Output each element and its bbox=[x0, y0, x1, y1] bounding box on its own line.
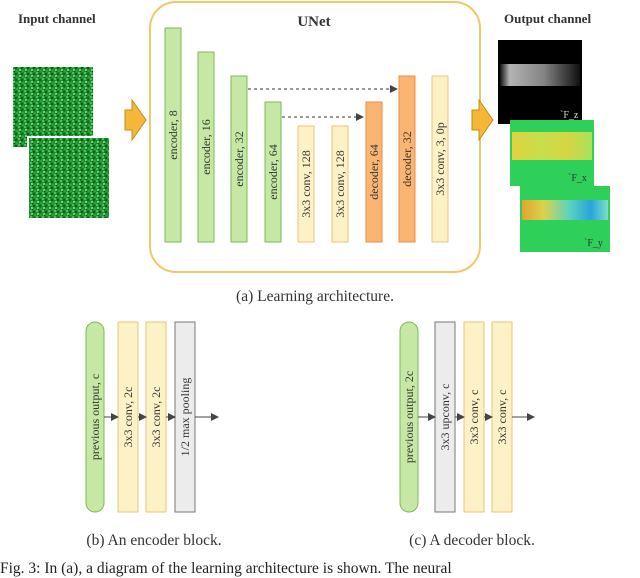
decoder-block-1-label: previous output, 2c bbox=[402, 371, 416, 463]
encoder-block-2-label: 3x3 conv, 2c bbox=[121, 387, 135, 448]
output-map-fy-label: `F_y bbox=[584, 238, 603, 249]
unet-block-8: decoder, 32 bbox=[398, 75, 416, 243]
unet-block-5: 3x3 conv, 128 bbox=[297, 125, 315, 243]
unet-block-2: encoder, 16 bbox=[197, 51, 215, 243]
caption-c: (c) A decoder block. bbox=[409, 532, 535, 549]
decoder-block-group: previous output, 2c 3x3 upconv, c 3x3 conv… bbox=[399, 321, 535, 513]
decoder-block-2-label: 3x3 upconv, c bbox=[438, 384, 452, 451]
unet-block-9-label: 3x3 conv, 3, 0p bbox=[433, 122, 447, 196]
unet-block-3-label: encoder, 32 bbox=[232, 131, 246, 187]
unet-block-2-label: encoder, 16 bbox=[199, 119, 213, 175]
output-channel-title: Output channel bbox=[504, 11, 591, 26]
input-image-stack bbox=[11, 65, 111, 220]
encoder-block-1-label: previous output, c bbox=[88, 374, 102, 460]
unet-block-7-label: decoder, 64 bbox=[367, 144, 381, 200]
decoder-block-3-label: 3x3 conv, c bbox=[467, 390, 481, 445]
output-map-fx-label: `F_x bbox=[568, 173, 587, 184]
unet-block-group: encoder, 8 encoder, 16 encoder, 32 encoder,… bbox=[164, 27, 449, 243]
decoder-block-4: 3x3 conv, c bbox=[491, 321, 513, 513]
unet-block-6: 3x3 conv, 128 bbox=[331, 125, 349, 243]
caption-b: (b) An encoder block. bbox=[86, 532, 221, 549]
encoder-block-2: 3x3 conv, 2c bbox=[117, 321, 139, 513]
unet-block-3: encoder, 32 bbox=[230, 75, 248, 243]
unet-block-1: encoder, 8 bbox=[164, 27, 182, 243]
encoder-block-1: previous output, c bbox=[85, 321, 105, 513]
encoder-block-3-label: 3x3 conv, 2c bbox=[149, 387, 163, 448]
encoder-block-4: 1/2 max pooling bbox=[174, 321, 196, 513]
unet-block-4: encoder, 64 bbox=[264, 101, 282, 243]
encoder-block-3: 3x3 conv, 2c bbox=[145, 321, 167, 513]
caption-a: (a) Learning architecture. bbox=[236, 288, 394, 305]
output-map-fz-label: `F_z bbox=[560, 110, 579, 121]
decoder-block-2: 3x3 upconv, c bbox=[434, 321, 456, 513]
unet-block-6-label: 3x3 conv, 128 bbox=[333, 150, 347, 218]
output-map-fz: `F_z bbox=[498, 40, 582, 124]
decoder-block-3: 3x3 conv, c bbox=[463, 321, 485, 513]
unet-title: UNet bbox=[297, 14, 330, 30]
unet-block-5-label: 3x3 conv, 128 bbox=[299, 150, 313, 218]
unet-block-4-label: encoder, 64 bbox=[266, 144, 280, 200]
output-map-fx: `F_x bbox=[510, 120, 594, 186]
figure-caption: Fig. 3: In (a), a diagram of the learnin… bbox=[0, 560, 452, 577]
decoder-block-1: previous output, 2c bbox=[399, 321, 419, 513]
unet-block-7: decoder, 64 bbox=[365, 101, 383, 243]
decoder-block-4-label: 3x3 conv, c bbox=[495, 390, 509, 445]
unet-block-1-label: encoder, 8 bbox=[166, 110, 180, 160]
encoder-block-4-label: 1/2 max pooling bbox=[178, 378, 192, 457]
encoder-block-group: previous output, c 3x3 conv, 2c 3x3 conv, … bbox=[85, 321, 219, 513]
output-arrow-icon bbox=[471, 98, 494, 142]
output-map-fy: `F_y bbox=[520, 186, 610, 252]
unet-block-8-label: decoder, 32 bbox=[400, 131, 414, 187]
unet-block-9: 3x3 conv, 3, 0p bbox=[431, 75, 449, 243]
input-arrow-icon bbox=[124, 98, 147, 142]
input-channel-title: Input channel bbox=[18, 11, 96, 26]
